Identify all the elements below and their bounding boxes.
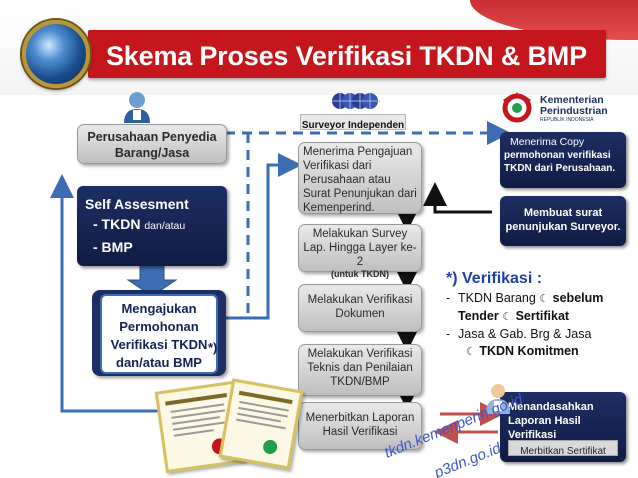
request-box-text: Mengajukan Permohonan Verifikasi TKDN da…: [110, 301, 208, 370]
issue-certificate-badge: Merbitkan Sertifikat: [508, 440, 618, 457]
note-bullet-2-cont: ☾ TKDN Komitmen: [466, 344, 579, 358]
step-2-text: Melakukan Survey Lap. Hingga Layer ke-2: [303, 228, 417, 268]
certificate-document-1-icon: [154, 380, 246, 474]
title-bar: [88, 30, 606, 78]
surveyor-label-box: Surveyor Independen: [300, 114, 406, 131]
ministry-name-line-2: Perindustrian: [540, 105, 608, 117]
step-5-box: Menerbitkan Laporan Hasil Verifikasi: [298, 402, 422, 450]
step-5-text: Menerbitkan Laporan Hasil Verifikasi: [305, 412, 415, 438]
self-assessment-down-arrow: [126, 264, 178, 297]
provider-person-icon: [120, 90, 154, 124]
note-bullet-1-cont: Tender ☾ Sertifikat: [458, 309, 570, 323]
assign-arrow-line: [423, 182, 492, 214]
step-4-box: Melakukan Verifikasi Teknis dan Penilaia…: [298, 344, 422, 396]
verifier-person-icon: [484, 382, 512, 414]
page-title: Skema Proses Verifikasi TKDN & BMP: [106, 41, 587, 71]
ministry-name-line-3: REPUBLIK INDONESIA: [540, 117, 594, 123]
surveyor-logo-icon: [332, 90, 380, 112]
ministry-assign-box: Membuat surat penunjukan Surveyor.: [500, 196, 626, 246]
self-assessment-item-2: - BMP: [93, 239, 133, 255]
step-3-text: Melakukan Verifikasi Dokumen: [307, 294, 413, 320]
ministry-assign-text: Membuat surat penunjukan Surveyor.: [505, 207, 621, 233]
step-2-box: Melakukan Survey Lap. Hingga Layer ke-2 …: [298, 224, 422, 279]
ministry-name: Kementerian Perindustrian REPUBLIK INDON…: [540, 95, 635, 124]
ministry-receive-copy-box: Menerima Copy permohonan verifikasi TKDN…: [500, 132, 626, 188]
ministry-ratify-text: Menandasahkan Laporan Hasil Verifikasi: [508, 401, 594, 441]
note-title: *) Verifikasi :: [446, 270, 543, 287]
self-assessment-title: Self Assesment: [85, 196, 189, 212]
step-2-subtext: (untuk TKDN): [331, 269, 389, 279]
request-box: Mengajukan Permohonan Verifikasi TKDN da…: [100, 294, 218, 374]
self-assessment-item-1: - TKDN dan/atau: [93, 216, 186, 232]
surveyor-label: Surveyor Independen: [301, 120, 405, 131]
provider-label: Perusahaan Penyedia Barang/Jasa: [87, 130, 217, 160]
note-bullet-1: - TKDN Barang ☾ sebelum: [446, 291, 604, 305]
step-3-box: Melakukan Verifikasi Dokumen: [298, 284, 422, 332]
step-1-box: Menerima Pengajuan Verifikasi dari Perus…: [298, 142, 422, 214]
note-bullet-2: - Jasa & Gab. Brg & Jasa: [446, 327, 592, 341]
certificate-document-2-icon: [218, 378, 304, 470]
self-assessment-box: Self Assesment - TKDN dan/atau - BMP: [77, 186, 227, 266]
step-1-text: Menerima Pengajuan Verifikasi dari Perus…: [303, 146, 417, 214]
globe-logo-icon: [22, 20, 90, 88]
ministry-name-line-1: Kementerian: [540, 94, 604, 106]
step-4-text: Melakukan Verifikasi Teknis dan Penilaia…: [307, 348, 413, 388]
ministry-receive-copy-label: Menerima Copy: [510, 136, 585, 148]
ministry-logo-icon: [498, 92, 536, 124]
request-to-steps-line: [225, 153, 302, 320]
ministry-receive-copy-text: permohonan verifikasi TKDN dari Perusaha…: [504, 150, 616, 174]
provider-box: Perusahaan Penyedia Barang/Jasa: [77, 124, 227, 164]
verification-note: *) Verifikasi : - TKDN Barang ☾ sebelum …: [446, 268, 636, 361]
issue-certificate-text: Merbitkan Sertifikat: [520, 446, 606, 457]
request-box-mark: *): [208, 340, 218, 355]
